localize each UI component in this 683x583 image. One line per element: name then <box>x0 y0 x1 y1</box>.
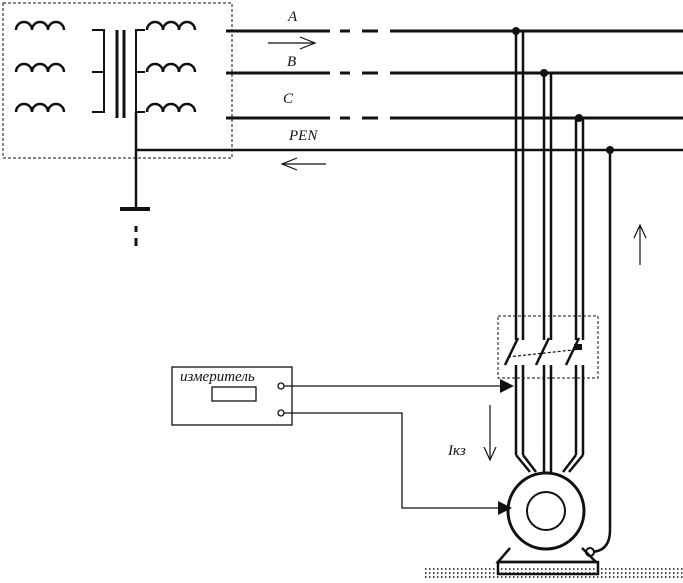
pen-label: PEN <box>288 128 318 144</box>
motor-icon <box>495 471 600 576</box>
ground-surface <box>425 568 683 578</box>
meter-terminal-2 <box>277 409 285 417</box>
meter: измеритель <box>171 366 293 426</box>
current-label: Iкз <box>447 443 466 459</box>
meter-box <box>171 366 293 426</box>
pen-drop <box>589 150 612 554</box>
meter-label: измеритель <box>180 369 255 385</box>
meter-display <box>211 386 257 402</box>
meter-terminal-1 <box>277 382 285 390</box>
phase-label-a: A <box>287 9 298 25</box>
transformer-core-icon <box>115 30 126 118</box>
phase-label-b: B <box>287 54 296 70</box>
ground-connection <box>120 112 150 246</box>
arrow-right-icon <box>268 36 317 50</box>
arrow-up-icon <box>633 223 647 265</box>
arrow-left-icon <box>280 157 326 171</box>
phase-drops <box>514 31 585 340</box>
secondary-coils-icon <box>145 20 197 113</box>
primary-bracket <box>92 29 105 113</box>
primary-coils-icon <box>14 20 66 113</box>
transformer <box>2 2 233 159</box>
switch-icon <box>497 315 599 379</box>
junction-dots <box>512 27 614 154</box>
arrow-down-icon <box>483 405 497 462</box>
meter-lead-1 <box>284 379 514 393</box>
meter-lead-2 <box>284 412 512 515</box>
secondary-bracket <box>135 29 145 113</box>
phase-label-c: C <box>283 91 294 107</box>
motor-feed-lines <box>514 365 585 473</box>
transformer-frame <box>2 2 233 159</box>
